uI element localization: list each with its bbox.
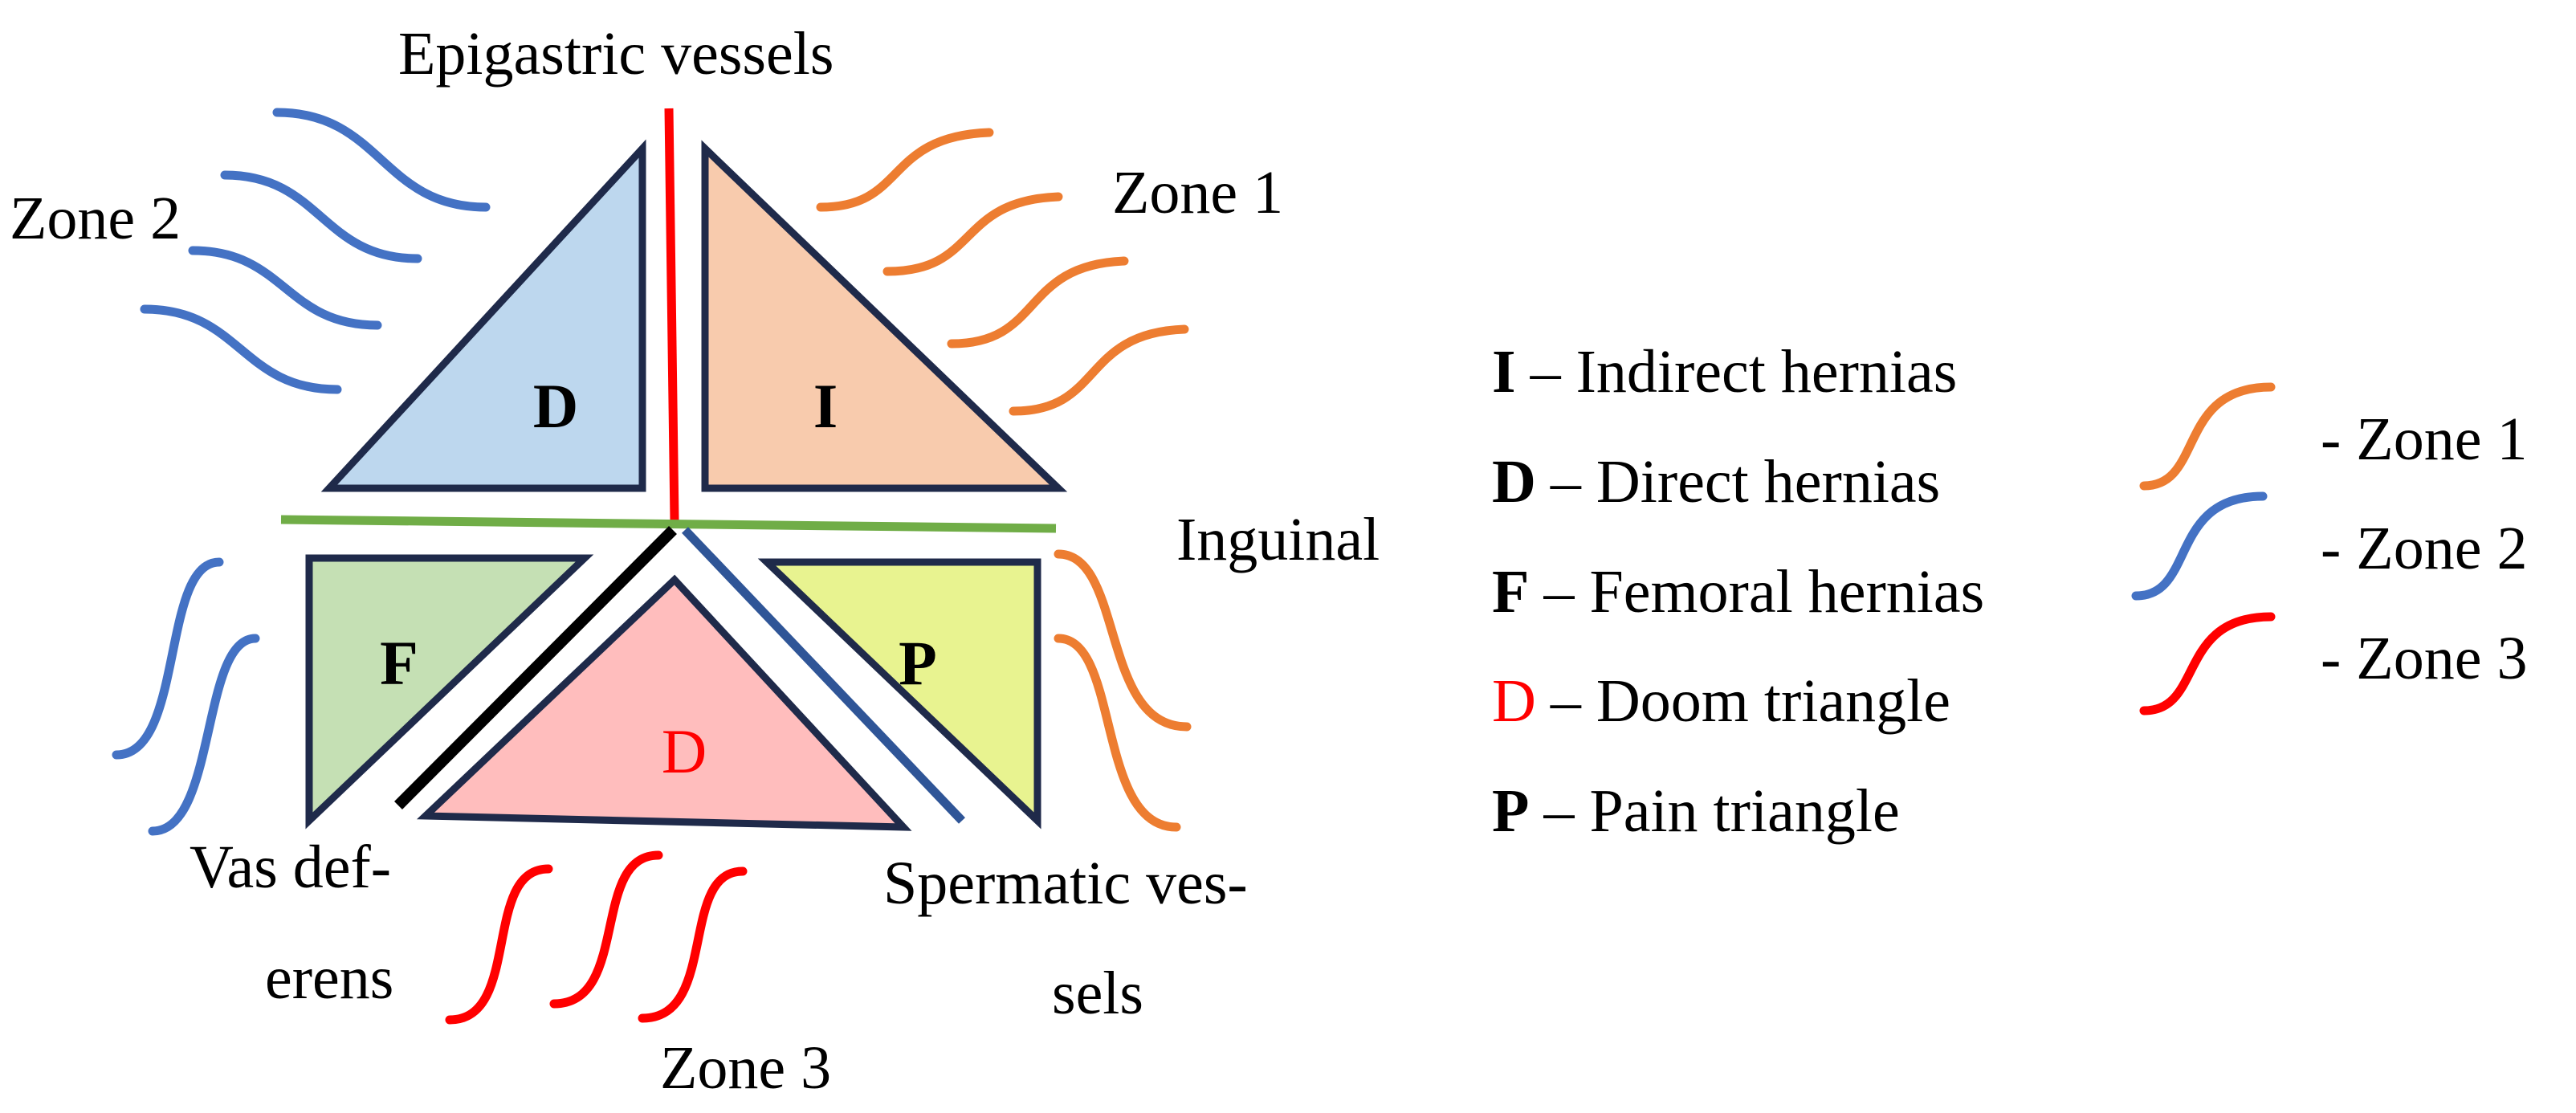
pain-letter: P	[899, 628, 937, 698]
inguinal-label: Inguinal	[1176, 506, 1380, 573]
spermatic-vessels-line	[682, 527, 965, 824]
zone2-squiggle	[148, 634, 260, 836]
spermatic-vessels-label-line1: Spermatic ves-	[883, 850, 1248, 917]
legend-zones: - Zone 1 - Zone 2 - Zone 3	[2131, 382, 2527, 716]
zone2-squiggle	[140, 304, 342, 394]
legend-text: – Doom triangle	[1550, 667, 1950, 735]
zone1-squiggle	[882, 192, 1063, 276]
legend-hernia-types: I– Indirect hernias D– Direct hernias F–…	[1492, 338, 1984, 845]
zone1-squiggle	[947, 256, 1129, 349]
indirect-letter: I	[813, 371, 838, 441]
legend-key: F	[1492, 558, 1529, 626]
epigastric-vessels-label: Epigastric vessels	[398, 20, 834, 88]
direct-letter: D	[533, 371, 578, 441]
legend-text: – Pain triangle	[1543, 777, 1899, 845]
zone3-squiggle	[549, 850, 663, 1009]
zone2-squiggle	[272, 108, 491, 212]
zone2-lower-squiggles	[112, 557, 260, 836]
inguinal-ligament-line	[280, 515, 1057, 533]
zone1-squiggle	[816, 128, 994, 212]
doom-letter: D	[662, 716, 707, 786]
legend-item: I– Indirect hernias	[1492, 338, 1957, 406]
zone1-squiggle	[1054, 634, 1181, 832]
zone2-legend-swatch	[2131, 491, 2268, 601]
zone1-lower-squiggles	[1054, 549, 1192, 832]
pain-triangle	[757, 558, 1041, 830]
zone3-label: Zone 3	[660, 1034, 831, 1102]
zone1-label: Zone 1	[1112, 159, 1283, 226]
zone2-squiggle	[220, 170, 422, 263]
indirect-hernia-triangle	[701, 140, 1068, 492]
vas-deferens-label-line1: Vas def-	[190, 834, 391, 901]
zone2-upper-squiggles	[140, 108, 491, 394]
zone2-squiggle	[188, 246, 382, 330]
legend-item: D– Direct hernias	[1492, 448, 1940, 516]
legend-key: D	[1492, 667, 1536, 735]
zone1-legend-swatch	[2139, 382, 2276, 491]
zone3-squiggles	[445, 850, 748, 1025]
zone1-legend-label: - Zone 1	[2321, 406, 2527, 473]
legend-key: P	[1492, 777, 1529, 845]
zone2-squiggle	[112, 557, 224, 760]
legend-text: – Femoral hernias	[1543, 558, 1984, 626]
legend-item: F– Femoral hernias	[1492, 558, 1984, 626]
legend-item: P– Pain triangle	[1492, 777, 1900, 845]
legend-key: I	[1492, 338, 1516, 406]
zone3-squiggle	[445, 864, 553, 1025]
legend-text: – Indirect hernias	[1530, 338, 1958, 406]
legend-item: D– Doom triangle	[1492, 667, 1950, 735]
vas-deferens-label-line2: erens	[265, 944, 393, 1012]
zone3-squiggle	[638, 866, 748, 1023]
zone2-legend-label: - Zone 2	[2321, 515, 2527, 582]
legend-text: – Direct hernias	[1550, 448, 1940, 516]
femoral-hernia-triangle	[305, 554, 594, 830]
spermatic-vessels-label-line2: sels	[1052, 960, 1143, 1027]
zone1-squiggle	[1009, 324, 1189, 416]
doom-triangle	[416, 574, 912, 831]
epigastric-vessels-line	[664, 108, 679, 521]
legend-key: D	[1492, 448, 1536, 516]
zone2-label: Zone 2	[10, 185, 181, 252]
zone3-legend-label: - Zone 3	[2321, 625, 2527, 692]
zone1-squiggle	[1054, 549, 1192, 732]
femoral-letter: F	[380, 628, 418, 698]
vas-deferens-line	[394, 526, 677, 809]
zone3-legend-swatch	[2139, 612, 2276, 716]
direct-hernia-triangle	[320, 139, 646, 492]
zone1-upper-squiggles	[816, 128, 1189, 416]
